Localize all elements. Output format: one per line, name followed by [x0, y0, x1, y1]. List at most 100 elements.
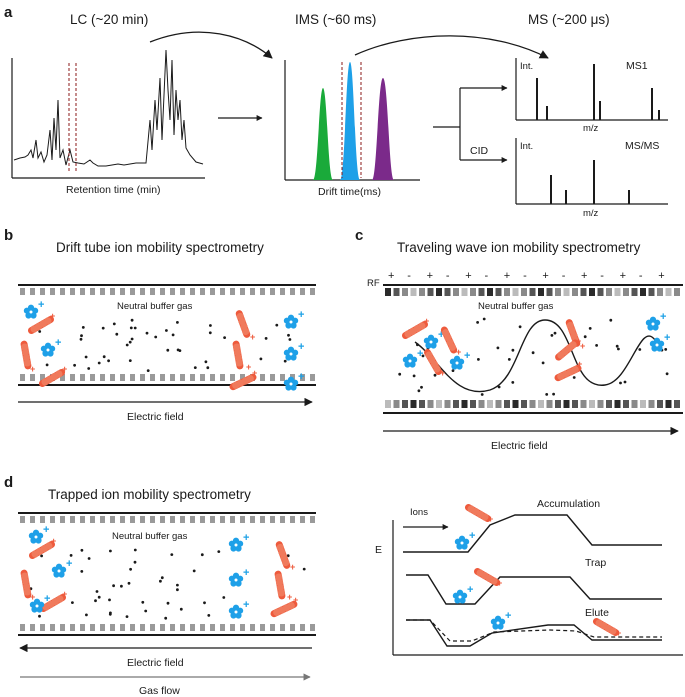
drift-tube-bottom-electrodes [20, 374, 315, 381]
panel-b-gas-label: Neutral buffer gas [117, 301, 193, 312]
electrode-segment [170, 516, 175, 523]
gas-molecule [69, 554, 73, 557]
gas-molecule [204, 360, 208, 364]
electrode-segment [120, 624, 125, 631]
electrode-segment [674, 288, 680, 296]
gas-molecule [179, 607, 183, 611]
gas-molecule [398, 372, 402, 376]
rf-sign: - [446, 270, 450, 282]
electrode-segment [310, 374, 315, 381]
gas-molecule [38, 614, 41, 618]
traveling-wave [414, 319, 656, 393]
panel-d-gas-label: Neutral buffer gas [112, 531, 188, 542]
panel-d: d Trapped ion mobility spectrometry Neut… [4, 474, 683, 697]
ims-peak-purple [372, 78, 394, 180]
twims-bottom-electrodes [385, 400, 680, 408]
electrode-segment [60, 288, 65, 295]
electrode-segment [495, 400, 502, 408]
electrode-segment [220, 288, 225, 295]
electrode-segment [150, 374, 155, 381]
electrode-segment [20, 624, 25, 631]
gas-molecule [421, 354, 425, 358]
ion-cluster-right: + + + + + + [231, 309, 304, 391]
electrode-segment [393, 400, 400, 408]
electrode-segment [160, 516, 165, 523]
buffer-gas-molecules-d [29, 548, 306, 620]
electrode-segment [300, 374, 305, 381]
ms-branch-arrows: CID [433, 85, 508, 163]
gas-molecule [288, 338, 292, 341]
electrode-segment [623, 400, 629, 408]
electrode-segment [504, 400, 510, 408]
gas-molecule [94, 599, 97, 603]
cid-label: CID [470, 145, 489, 157]
panel-b-field-label: Electric field [127, 411, 184, 423]
ions-label: Ions [410, 507, 428, 518]
gas-molecule [125, 343, 129, 347]
rf-sign: - [485, 270, 489, 282]
gas-molecule [217, 550, 221, 553]
electrode-segment [453, 400, 459, 408]
electrode-segment [120, 516, 125, 523]
electrode-segment [280, 288, 285, 295]
electrode-segment [657, 288, 663, 296]
svg-text:+: + [577, 359, 582, 369]
electrode-segment [504, 288, 510, 296]
gas-molecule [477, 358, 480, 361]
gas-molecule [482, 317, 486, 321]
panel-c-letter: c [355, 227, 363, 244]
gas-molecule [433, 373, 437, 377]
gas-molecule [133, 326, 137, 330]
svg-text:+: + [55, 337, 61, 349]
electrode-segment [260, 624, 265, 631]
svg-text:+: + [616, 628, 621, 638]
tims-top-electrodes [20, 516, 315, 523]
gas-molecule [259, 357, 263, 361]
svg-text:+: + [62, 589, 67, 599]
electrode-segment [410, 288, 417, 296]
electrode-segment [80, 624, 85, 631]
ims-to-ms-arrow [354, 35, 549, 59]
electrode-segment [240, 374, 245, 381]
electrode-segment [100, 288, 105, 295]
electrode-segment [572, 288, 578, 296]
gas-molecule [572, 376, 576, 379]
electrode-segment [80, 516, 85, 523]
stage-elute-label: Elute [585, 607, 609, 619]
electrode-segment [230, 624, 235, 631]
electrode-segment [160, 374, 165, 381]
electrode-segment [546, 288, 553, 296]
gas-molecule [109, 549, 112, 553]
electrode-segment [280, 516, 285, 523]
svg-text:+: + [469, 530, 475, 542]
electrode-segment [170, 624, 175, 631]
panel-c: c Traveling wave ion mobility spectromet… [355, 227, 683, 452]
electrode-segment [240, 288, 245, 295]
electrode-segment [631, 288, 638, 296]
gas-flow-label: Gas flow [139, 685, 180, 697]
gas-molecule [553, 331, 557, 335]
electrode-segment [470, 288, 476, 296]
electrode-segment [310, 288, 315, 295]
gas-molecule [518, 325, 522, 329]
electrode-segment [300, 288, 305, 295]
gas-molecule [107, 359, 110, 363]
gas-molecule [133, 560, 137, 564]
electrode-segment [150, 516, 155, 523]
rf-sign: + [465, 270, 471, 282]
gas-molecule [417, 389, 421, 393]
svg-text:+: + [38, 299, 44, 311]
electrode-segment [280, 374, 285, 381]
electrode-segment [478, 288, 485, 296]
electrode-segment [260, 374, 265, 381]
ims-peak-green [313, 88, 333, 180]
rf-sign: - [639, 270, 643, 282]
svg-text:+: + [66, 558, 72, 570]
electrode-segment [40, 288, 45, 295]
electrode-segment [30, 288, 35, 295]
gas-molecule [209, 324, 212, 327]
svg-text:+: + [293, 595, 298, 605]
electrode-segment [260, 288, 265, 295]
panel-a-letter: a [4, 4, 13, 21]
electrode-segment [210, 374, 215, 381]
